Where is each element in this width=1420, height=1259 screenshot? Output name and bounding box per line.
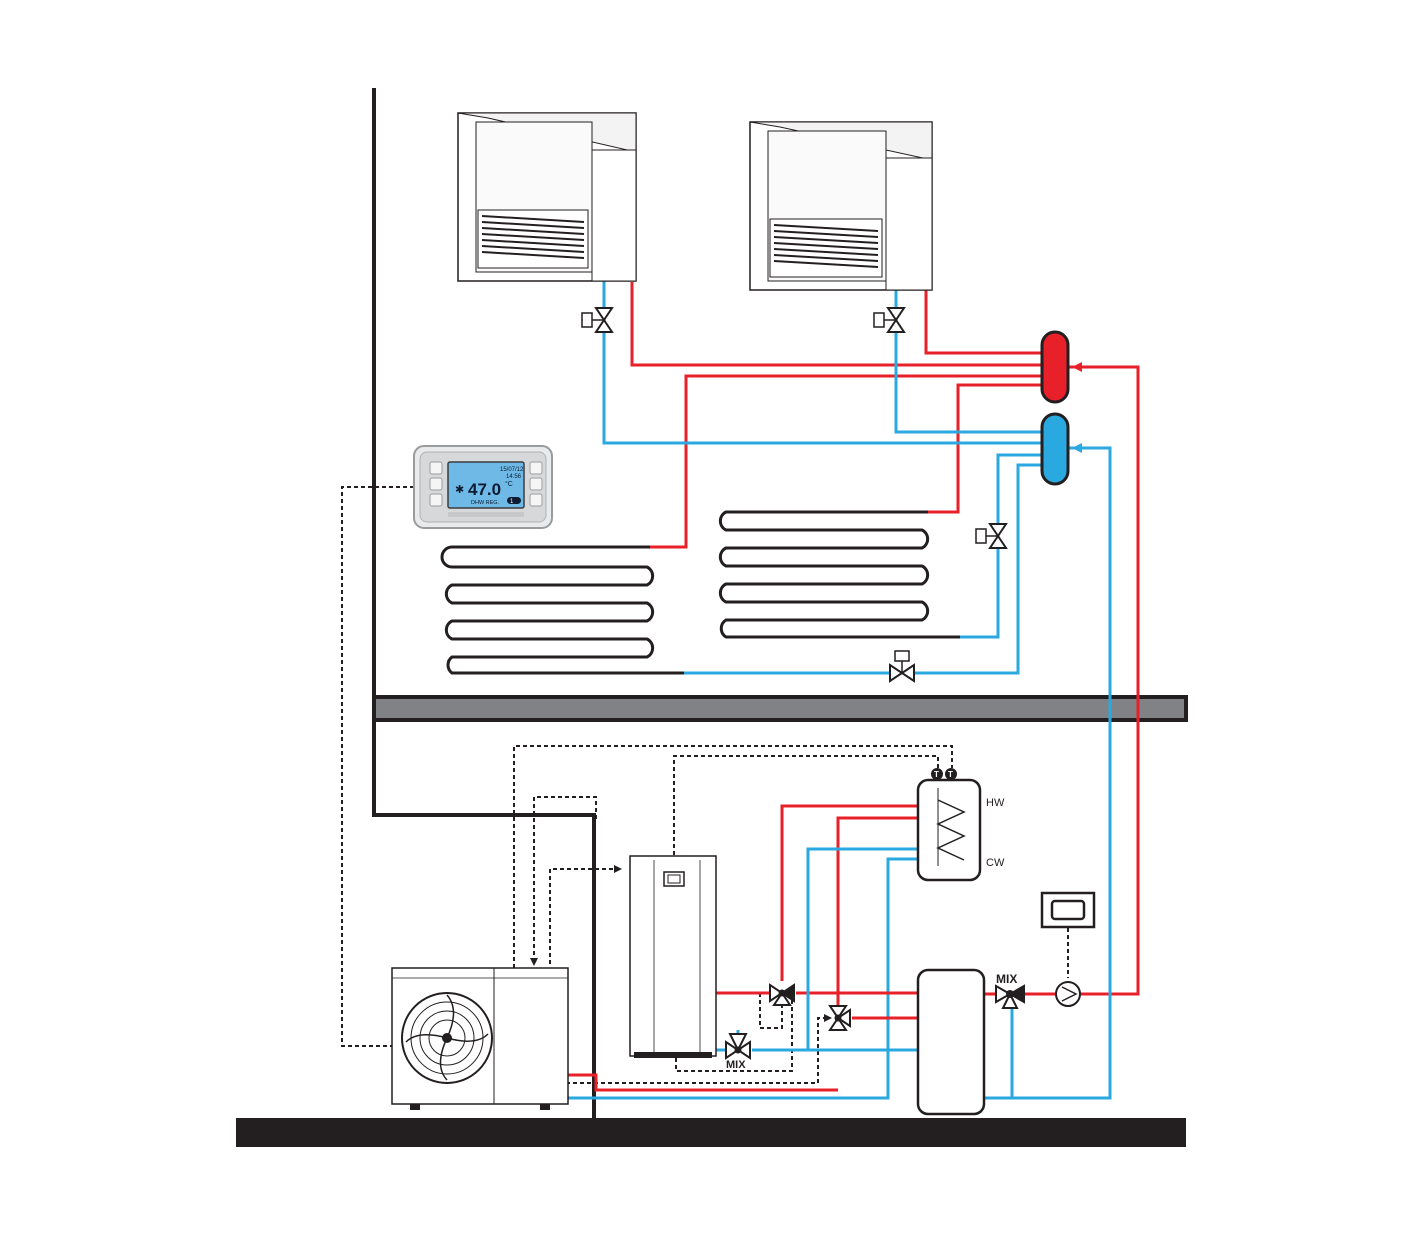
manifold-cold-icon — [1040, 412, 1070, 486]
controller-brand-strip — [448, 512, 524, 517]
controller-right-buttons — [529, 461, 543, 507]
floor-heating-loop-right — [718, 383, 1045, 639]
controller-panel: 15/07/12 14:56 47.0 °C DHW REG. 1 ✱ — [413, 445, 553, 529]
main-risers — [984, 365, 1140, 1100]
motorized-valve-icon — [581, 307, 614, 333]
buffer-tank-icon — [916, 968, 986, 1116]
mix-valve-right-icon — [995, 984, 1025, 1009]
controller-indicator: 1 — [510, 499, 514, 505]
building-structure — [236, 88, 1188, 1147]
manifold-hot-icon — [1040, 330, 1070, 404]
mix-valve-left-icon — [725, 1033, 751, 1060]
plant-room-piping — [566, 804, 1056, 1100]
fan-coil-icon — [457, 112, 637, 282]
controller-temperature: 47.0 — [468, 480, 501, 499]
sensor-right-label: T — [948, 770, 953, 779]
heat-pump-icon — [391, 967, 569, 1110]
controller-time: 14:56 — [506, 474, 522, 480]
controller-left-buttons — [429, 461, 443, 507]
temperature-sensor-icon: T — [931, 768, 943, 780]
building-wall — [372, 88, 596, 1122]
temperature-sensor-icon: T — [945, 768, 957, 780]
motorized-valve-icon — [975, 523, 1008, 549]
floor-heating-loop-left — [440, 374, 1045, 675]
fan-coil-pipes — [602, 280, 1045, 445]
fan-icon: ✱ — [455, 483, 464, 496]
floor-slab — [372, 695, 1188, 722]
indoor-unit-icon — [629, 855, 717, 1058]
motorized-valve-icon — [889, 650, 915, 683]
controller-unit: °C — [505, 480, 513, 488]
mix-valve-right-label: MIX — [996, 972, 1017, 986]
three-way-valve-icon — [828, 1005, 851, 1031]
control-wiring — [341, 486, 1069, 1084]
fan-coil-icon — [749, 121, 933, 291]
ground-slab — [236, 1118, 1186, 1147]
controller-date: 15/07/12 — [500, 467, 524, 473]
motorized-valve-icon — [873, 307, 906, 333]
three-way-valve-icon — [769, 983, 795, 1006]
controller-indicator-badge — [507, 497, 521, 504]
sensor-left-label: T — [934, 770, 939, 779]
controller-mode: DHW REG. — [471, 500, 500, 506]
dhw-tank-icon — [916, 778, 982, 882]
pump-icon — [1055, 981, 1081, 1007]
mix-valve-left-label: MIX — [726, 1059, 746, 1071]
hot-water-label: HW — [986, 797, 1005, 809]
thermostat-icon — [1040, 891, 1096, 929]
controller-lcd — [447, 461, 525, 509]
cold-water-label: CW — [986, 857, 1005, 869]
